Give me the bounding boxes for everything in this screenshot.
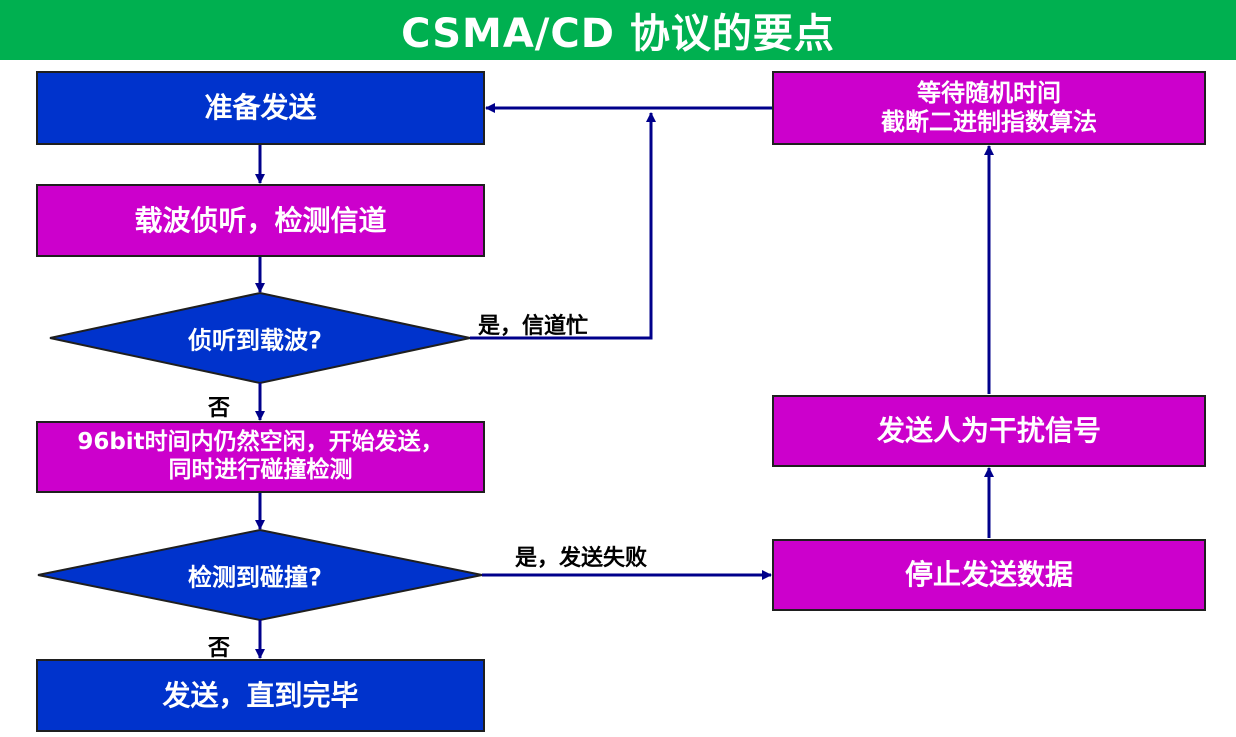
prepare-send-text: 准备发送 xyxy=(204,91,317,125)
wait-random-line1: 等待随机时间 xyxy=(917,79,1061,108)
wait-random-line2: 截断二进制指数算法 xyxy=(881,108,1097,136)
label-collision-yes: 是，发送失败 xyxy=(515,546,648,571)
idle-send-line1: 96bit时间内仍然空闲，开始发送， xyxy=(77,429,444,456)
prepare-send-box: 准备发送 xyxy=(36,71,485,145)
idle-send-box: 96bit时间内仍然空闲，开始发送， 同时进行碰撞检测 xyxy=(36,421,485,493)
carrier-sense-text: 载波侦听，检测信道 xyxy=(134,203,387,237)
label-no-1: 否 xyxy=(208,396,231,421)
stop-send-box: 停止发送数据 xyxy=(772,539,1206,611)
jam-signal-box: 发送人为干扰信号 xyxy=(772,395,1206,467)
arrow-busy-loop xyxy=(470,112,656,340)
label-busy: 是，信道忙 xyxy=(478,314,589,339)
decision-sensed-text: 侦听到载波? xyxy=(188,326,322,355)
send-done-box: 发送，直到完毕 xyxy=(36,659,485,732)
stop-send-text: 停止发送数据 xyxy=(904,558,1073,592)
decision-collision-text: 检测到碰撞? xyxy=(188,563,322,592)
idle-send-line2: 同时进行碰撞检测 xyxy=(168,457,353,483)
wait-random-box: 等待随机时间 截断二进制指数算法 xyxy=(772,71,1206,145)
send-done-text: 发送，直到完毕 xyxy=(162,678,359,712)
jam-signal-text: 发送人为干扰信号 xyxy=(876,414,1101,448)
carrier-sense-box: 载波侦听，检测信道 xyxy=(36,184,485,257)
label-no-2: 否 xyxy=(208,636,231,661)
page-title: CSMA/CD 协议的要点 xyxy=(0,0,1236,60)
